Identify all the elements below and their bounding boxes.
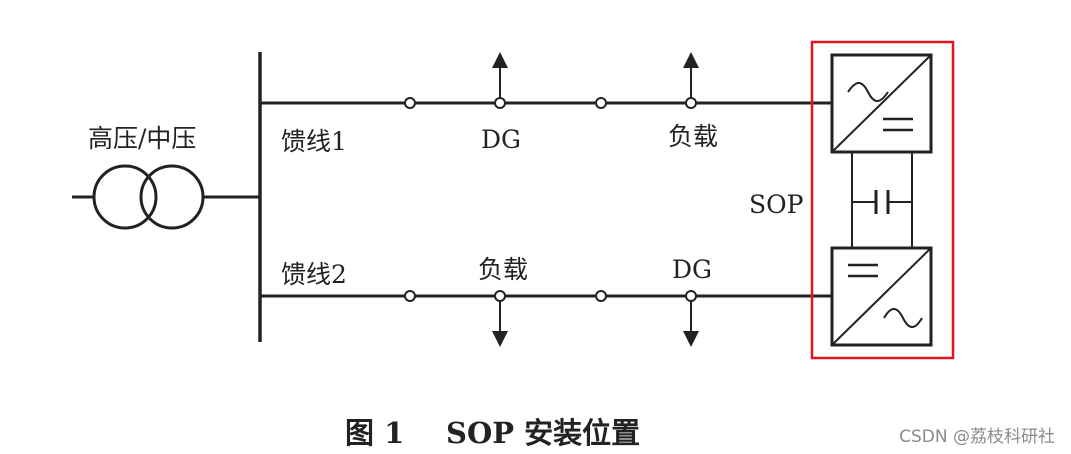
feeder2-load-label: 负载 <box>478 255 528 284</box>
feeder2-label: 馈线2 <box>281 260 347 289</box>
transformer-primary-winding <box>92 164 158 230</box>
watermark: CSDN @荔枝科研社 <box>899 427 1055 447</box>
sop-label: SOP <box>749 190 803 219</box>
feeder1-nodes <box>404 97 697 109</box>
transformer-symbol <box>72 164 260 230</box>
sop-converter-bottom <box>830 246 933 347</box>
feeder2-node-dg <box>685 290 697 302</box>
feeder2-nodes <box>404 290 697 302</box>
sop-converter-top <box>830 53 933 154</box>
dc-link <box>851 152 913 248</box>
feeder1-node-3 <box>595 97 607 109</box>
feeder2-dg-label: DG <box>672 255 712 284</box>
feeder1-dg-label: DG <box>481 125 521 154</box>
transformer-secondary-winding <box>139 164 205 230</box>
feeder2-node-3 <box>595 290 607 302</box>
sop-highlight-box <box>810 40 955 360</box>
transformer-label: 高压/中压 <box>88 124 196 153</box>
feeder1-node-dg <box>494 97 506 109</box>
feeder1-node-load <box>685 97 697 109</box>
feeder1-load-label: 负载 <box>668 122 718 151</box>
feeder1-node-1 <box>404 97 416 109</box>
figure-caption-number: 图 1 <box>345 416 404 450</box>
feeder1-label: 馈线1 <box>281 127 347 156</box>
ac-symbol <box>883 308 923 328</box>
feeder2-node-1 <box>404 290 416 302</box>
ac-symbol <box>847 82 889 102</box>
figure-caption-title: SOP 安装位置 <box>446 416 640 450</box>
feeder2-node-load <box>494 290 506 302</box>
